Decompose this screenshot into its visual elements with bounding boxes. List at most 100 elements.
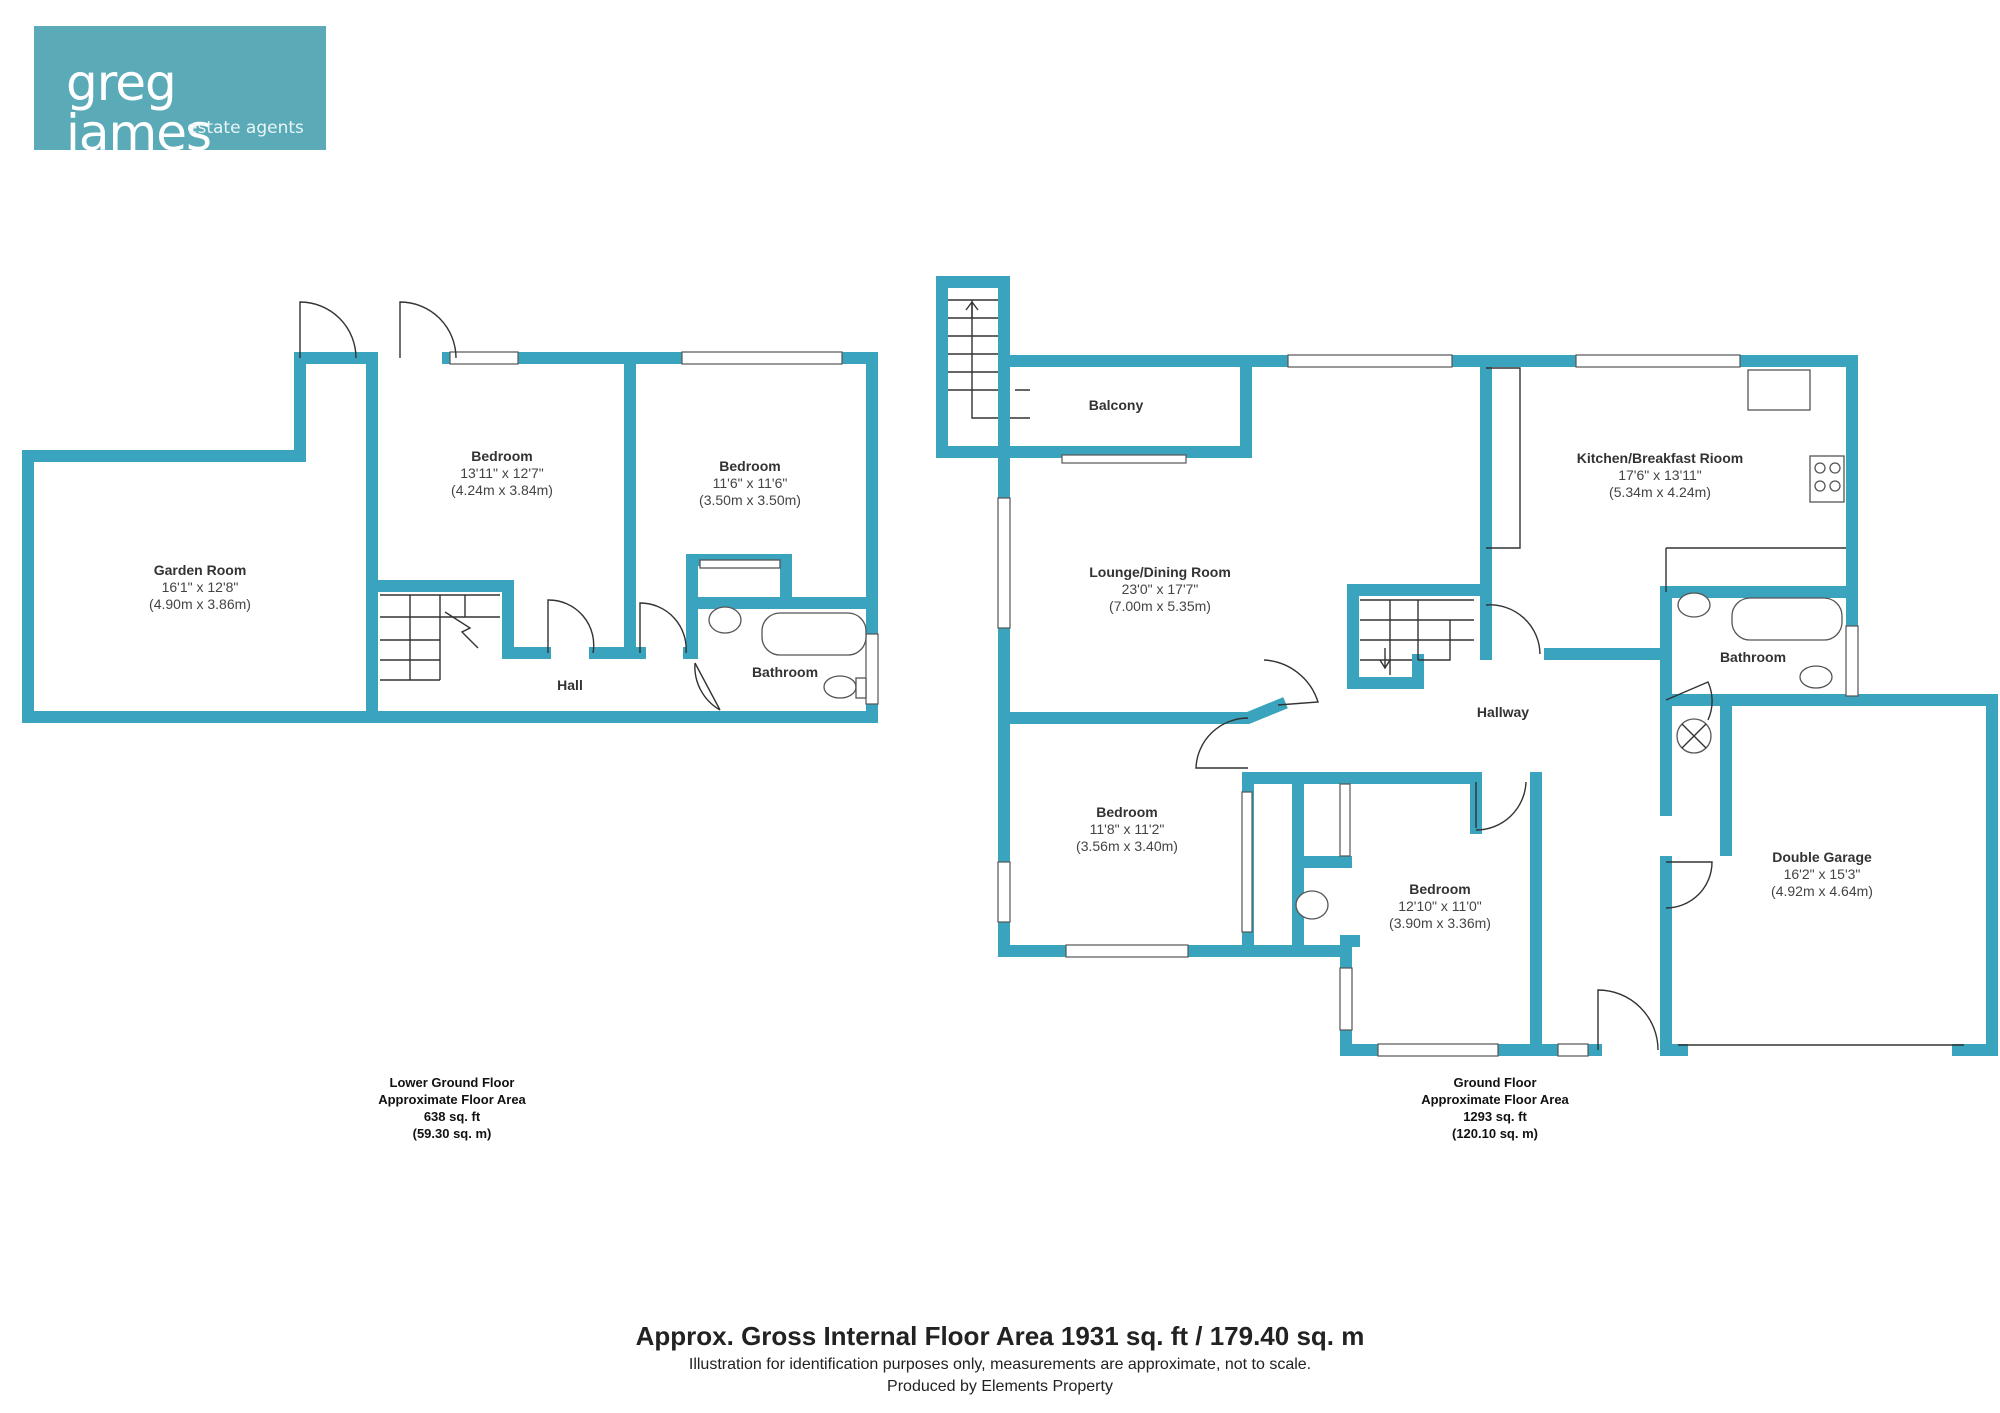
gf-window xyxy=(1061,454,1187,464)
gf-door-swing xyxy=(1475,781,1527,831)
lgf-door-swing xyxy=(399,301,457,359)
room-dimensions-metric: (4.92m x 4.64m) xyxy=(1771,883,1873,899)
gf-window xyxy=(1065,944,1189,958)
gf-bath-icon xyxy=(1731,597,1843,641)
room-name: Balcony xyxy=(1089,397,1144,413)
floor-caption-sqm: (120.10 sq. m) xyxy=(1452,1126,1538,1141)
gf-door-swing xyxy=(1485,604,1541,655)
plan-footer: Approx. Gross Internal Floor Area 1931 s… xyxy=(0,1318,2000,1398)
lgf-wall-bathroom xyxy=(683,597,872,659)
producer-credit: Produced by Elements Property xyxy=(887,1378,1113,1395)
gf-hall-staircase xyxy=(1360,599,1474,675)
gf-window xyxy=(1575,354,1741,368)
gf-door-swing xyxy=(1263,659,1319,706)
gf-door-swing xyxy=(1665,861,1713,909)
gf-outer-wall-left xyxy=(998,452,1602,1056)
room-dimensions-metric: (4.90m x 3.86m) xyxy=(149,596,251,612)
gf-wardrobe xyxy=(1339,783,1351,857)
gf-hob-ring xyxy=(1814,462,1826,474)
room-name: Bedroom xyxy=(471,448,532,464)
room-dimensions-imperial: 16'2" x 15'3" xyxy=(1784,866,1861,882)
room-dimensions-imperial: 16'1" x 12'8" xyxy=(162,579,239,595)
room-dimensions-metric: (3.50m x 3.50m) xyxy=(699,492,801,508)
room-name: Lounge/Dining Room xyxy=(1089,564,1231,580)
gf-hall-stair-wall xyxy=(1347,584,1486,689)
gf-door-swing xyxy=(1665,681,1713,721)
room-dimensions-imperial: 11'8" x 11'2" xyxy=(1090,821,1165,837)
gf-boiler-cross xyxy=(1681,723,1707,749)
room-dimensions-imperial: 23'0" x 17'7" xyxy=(1122,581,1199,597)
gf-window xyxy=(1287,354,1453,368)
room-name: Bedroom xyxy=(1096,804,1157,820)
room-dimensions-metric: (5.34m x 4.24m) xyxy=(1609,484,1711,500)
disclaimer-text: Illustration for identification purposes… xyxy=(688,1356,1312,1373)
lgf-outer-wall xyxy=(22,352,878,723)
lgf-wall-stair xyxy=(370,580,551,659)
gf-window xyxy=(1557,1043,1589,1057)
gf-wall-ensuite xyxy=(1292,776,1352,947)
room-dimensions-imperial: 12'10" x 11'0" xyxy=(1398,898,1482,914)
gf-window xyxy=(1377,1043,1499,1057)
floor-caption-sqft: 638 sq. ft xyxy=(424,1109,481,1124)
gf-external-staircase xyxy=(948,299,1030,452)
floor-caption-title: Ground Floor xyxy=(1453,1075,1536,1090)
room-name: Double Garage xyxy=(1772,849,1872,865)
lgf-window xyxy=(681,351,843,365)
lgf-staircase xyxy=(380,594,500,681)
gf-sink-icon xyxy=(1747,369,1811,411)
room-name: Bedroom xyxy=(719,458,780,474)
lgf-door-swing xyxy=(547,599,595,654)
gf-hob-ring xyxy=(1829,462,1841,474)
gf-hob-icon xyxy=(1809,455,1845,503)
floor-caption-sqft: 1293 sq. ft xyxy=(1463,1109,1527,1124)
room-dimensions-metric: (3.90m x 3.36m) xyxy=(1389,915,1491,931)
room-name: Bathroom xyxy=(1720,649,1786,665)
room-name: Garden Room xyxy=(154,562,247,578)
gf-door-swing xyxy=(1597,989,1659,1051)
room-name: Kitchen/Breakfast Rioom xyxy=(1577,450,1743,466)
gf-wardrobe xyxy=(1241,791,1253,933)
lower-ground-floor-plan: Garden Room 16'1" x 12'8" (4.90m x 3.86m… xyxy=(22,301,879,1141)
room-dimensions-imperial: 17'6" x 13'11" xyxy=(1618,467,1702,483)
gf-hob-ring xyxy=(1829,480,1841,492)
gf-toilet-icon xyxy=(1799,665,1833,689)
gf-window xyxy=(997,861,1011,923)
lgf-toilet-cistern-icon xyxy=(855,677,867,699)
gf-window xyxy=(997,497,1011,629)
agent-logo: greg james estate agents xyxy=(34,26,326,158)
gf-window xyxy=(1339,967,1353,1031)
room-name: Bedroom xyxy=(1409,881,1470,897)
room-dimensions-metric: (7.00m x 5.35m) xyxy=(1109,598,1211,614)
floor-caption-sqm: (59.30 sq. m) xyxy=(413,1126,492,1141)
gf-hob-ring xyxy=(1814,480,1826,492)
lgf-door-swing xyxy=(694,662,721,711)
lgf-cupboard-icon xyxy=(699,559,781,569)
room-dimensions-imperial: 13'11" x 12'7" xyxy=(460,465,544,481)
gf-kitchen-counter xyxy=(1486,367,1667,592)
room-dimensions-imperial: 11'6" x 11'6" xyxy=(713,475,788,491)
gross-internal-area: Approx. Gross Internal Floor Area 1931 s… xyxy=(635,1321,1365,1351)
lgf-window xyxy=(865,633,879,705)
gf-door-swing xyxy=(1195,717,1249,769)
lgf-toilet-icon xyxy=(823,675,857,699)
gf-garage-wall-right xyxy=(1846,694,1998,1056)
gf-external-stair-wall xyxy=(936,276,1010,458)
floor-caption-title: Lower Ground Floor xyxy=(390,1075,515,1090)
lgf-window xyxy=(449,351,519,365)
room-name: Hallway xyxy=(1477,704,1529,720)
logo-brand-name: greg james xyxy=(66,54,212,162)
room-name: Bathroom xyxy=(752,664,818,680)
gf-window xyxy=(1845,625,1859,697)
floor-caption-label: Approximate Floor Area xyxy=(1421,1092,1569,1107)
gf-wall-lounge-bottom xyxy=(998,697,1288,724)
lgf-bath-icon xyxy=(761,612,867,656)
lgf-door-swing xyxy=(639,602,687,654)
lgf-door-swing xyxy=(299,301,357,359)
lgf-basin-icon xyxy=(708,606,742,634)
logo-tagline: estate agents xyxy=(187,118,304,138)
ground-floor-plan: Balcony Lounge/Dining Room 23'0" x 17'7"… xyxy=(936,276,1998,1141)
gf-ensuite-basin-icon xyxy=(1295,890,1329,920)
floor-caption-label: Approximate Floor Area xyxy=(378,1092,526,1107)
room-dimensions-metric: (3.56m x 3.40m) xyxy=(1076,838,1178,854)
